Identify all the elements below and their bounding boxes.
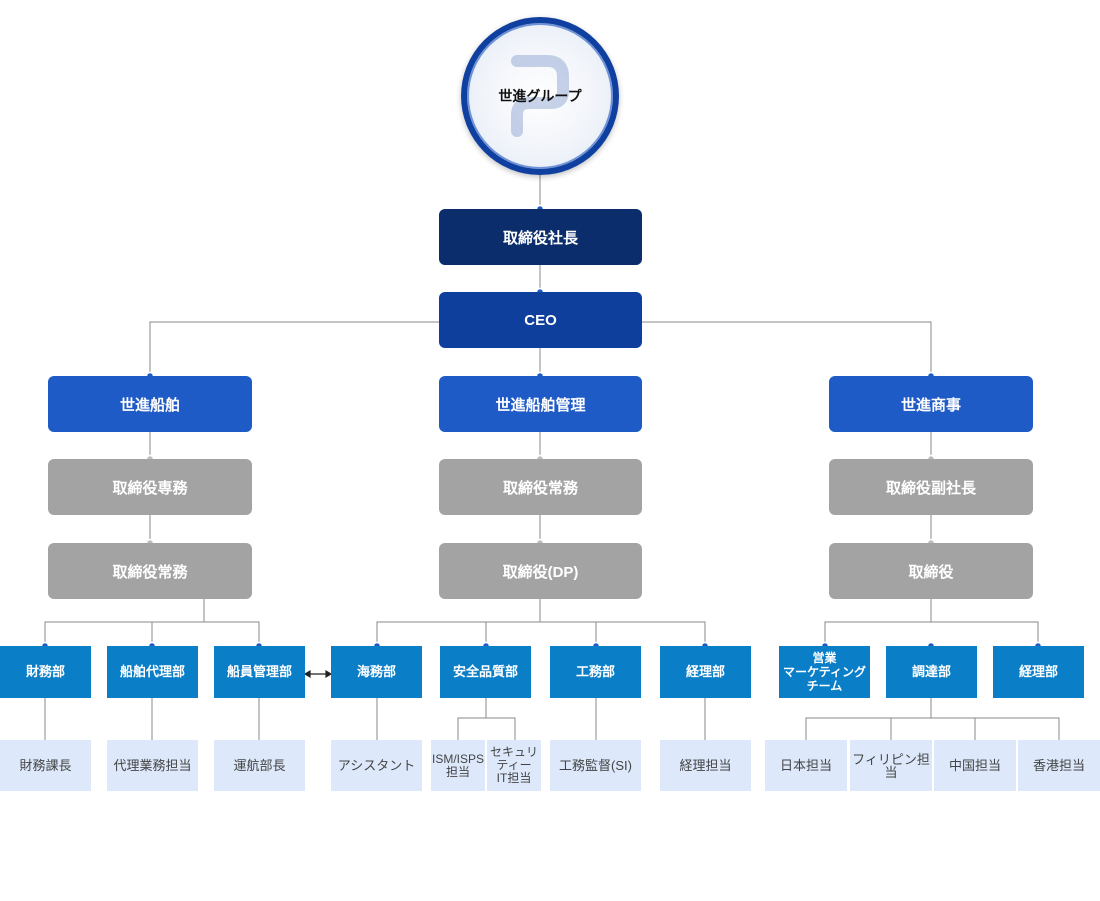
division-trading: 世進商事 [829, 376, 1033, 432]
division-shipping: 世進船舶 [48, 376, 252, 432]
exec-label: 取締役常務 [112, 563, 188, 581]
dept-label: 営業 マーケティング チーム [782, 651, 867, 693]
dept-box: 海務部 [331, 646, 422, 698]
dept-label: 経理部 [685, 664, 725, 679]
role-label: 日本担当 [779, 758, 832, 773]
dept-label: 財務部 [25, 664, 65, 679]
role-label: 中国担当 [948, 758, 1001, 773]
division-management: 世進船舶管理 [439, 376, 642, 432]
role-box: アシスタント [331, 740, 422, 791]
dept-label: 安全品質部 [452, 664, 518, 679]
role-box: フィリピン担当 [850, 740, 932, 791]
dept-label: 船員管理部 [226, 664, 292, 679]
role-label: 経理担当 [679, 758, 732, 773]
dept-label: 経理部 [1018, 664, 1058, 679]
exec-label: 取締役(DP) [502, 563, 579, 581]
connector [805, 717, 1060, 740]
exec-box: 取締役常務 [48, 543, 252, 599]
dept-label: 調達部 [911, 664, 951, 679]
role-box: セキュリ ティー IT担当 [487, 740, 541, 791]
group-logo-mark-icon [511, 55, 569, 137]
connector [824, 621, 1039, 646]
exec-box: 取締役専務 [48, 459, 252, 515]
role-label: 代理業務担当 [113, 758, 192, 773]
exec-label: 取締役副社長 [885, 479, 976, 497]
exec-label: 取締役 [908, 563, 954, 581]
role-label: 香港担当 [1032, 758, 1085, 773]
dept-box: 財務部 [0, 646, 91, 698]
role-box: 代理業務担当 [107, 740, 198, 791]
exec-box: 取締役(DP) [439, 543, 642, 599]
president-box: 取締役社長 [439, 209, 642, 265]
role-label: 工務監督(SI) [559, 758, 632, 773]
role-label: セキュリ ティー IT担当 [489, 745, 538, 785]
role-label: 財務課長 [19, 758, 72, 773]
dept-box: 安全品質部 [440, 646, 531, 698]
dept-box: 船員管理部 [214, 646, 305, 698]
dept-box: 調達部 [886, 646, 977, 698]
dept-label: 工務部 [575, 664, 615, 679]
role-box: ISM/ISPS 担当 [431, 740, 485, 791]
dept-label: 船舶代理部 [119, 664, 185, 679]
group-name: 世進グループ [498, 88, 582, 104]
dept-box: 営業 マーケティング チーム [779, 646, 870, 698]
dept-box: 経理部 [660, 646, 751, 698]
dept-label: 海務部 [356, 664, 396, 679]
connector [149, 321, 439, 376]
role-box: 日本担当 [765, 740, 847, 791]
division-label: 世進商事 [900, 396, 961, 414]
division-label: 世進船舶管理 [495, 396, 586, 414]
double-arrow-icon [303, 669, 333, 679]
dept-box: 工務部 [550, 646, 641, 698]
division-label: 世進船舶 [119, 396, 180, 414]
role-box: 経理担当 [660, 740, 751, 791]
group-logo: 世進グループ [461, 17, 619, 175]
role-box: 工務監督(SI) [550, 740, 641, 791]
exec-box: 取締役常務 [439, 459, 642, 515]
role-label: アシスタント [337, 758, 416, 773]
role-box: 香港担当 [1018, 740, 1100, 791]
connector [642, 321, 932, 376]
role-label: フィリピン担当 [852, 751, 930, 780]
role-box: 中国担当 [934, 740, 1016, 791]
role-box: 運航部長 [214, 740, 305, 791]
connector [457, 717, 516, 740]
exec-box: 取締役副社長 [829, 459, 1033, 515]
president-label: 取締役社長 [502, 229, 578, 247]
exec-label: 取締役常務 [502, 479, 578, 497]
role-label: 運航部長 [233, 758, 286, 773]
exec-label: 取締役専務 [112, 479, 188, 497]
ceo-label: CEO [524, 311, 557, 329]
dept-box: 船舶代理部 [107, 646, 198, 698]
ceo-box: CEO [439, 292, 642, 348]
dept-box: 経理部 [993, 646, 1084, 698]
exec-box: 取締役 [829, 543, 1033, 599]
role-label: ISM/ISPS 担当 [431, 751, 484, 779]
role-box: 財務課長 [0, 740, 91, 791]
connector [376, 621, 706, 646]
